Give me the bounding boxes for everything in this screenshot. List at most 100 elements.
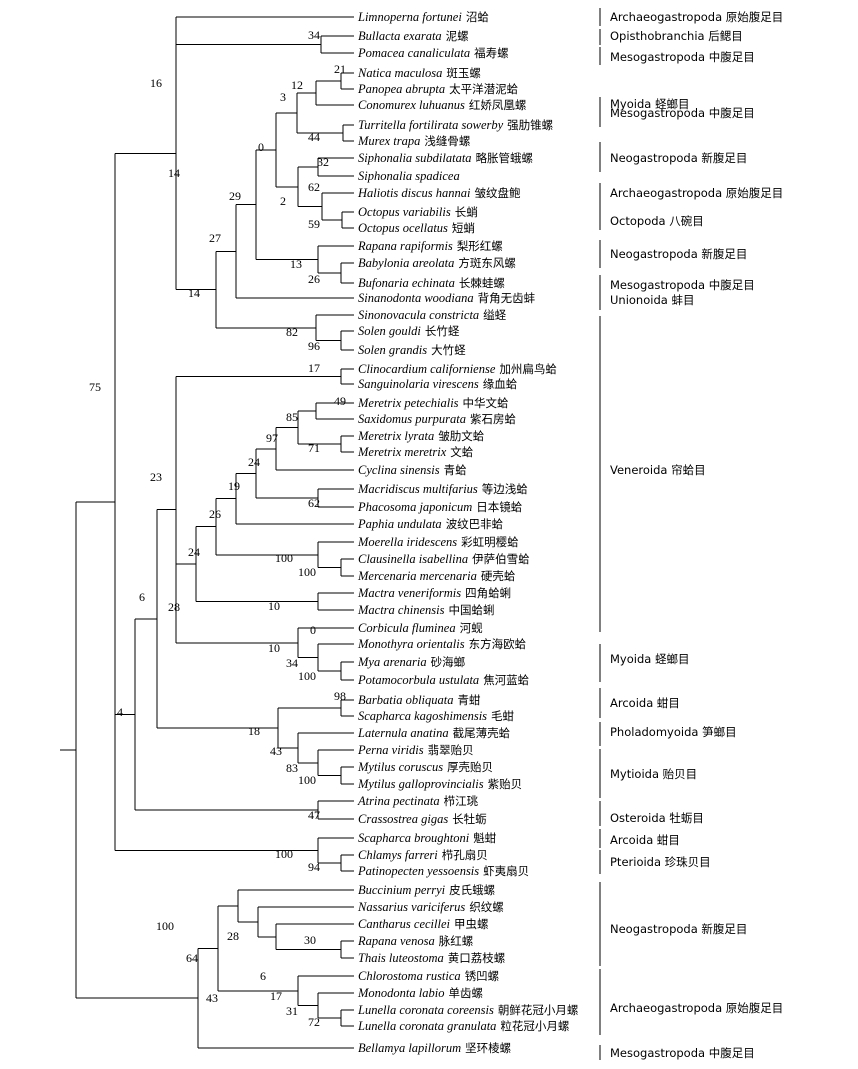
taxon-chinese-name: 锈凹螺 xyxy=(465,969,500,983)
taxon-chinese-name: 织纹螺 xyxy=(469,900,504,914)
bootstrap-value: 34 xyxy=(286,656,298,670)
taxon-chinese-name: 翡翠贻贝 xyxy=(428,743,474,757)
taxon-chinese-name: 福寿螺 xyxy=(474,46,509,60)
taxon-scientific-name: Phacosoma japonicum xyxy=(357,500,472,514)
bootstrap-value: 21 xyxy=(334,62,346,76)
taxon-chinese-name: 泥螺 xyxy=(446,29,469,43)
bootstrap-value: 12 xyxy=(291,78,303,92)
taxon-chinese-name: 坚环棱螺 xyxy=(465,1041,511,1055)
bootstrap-value: 43 xyxy=(206,991,218,1005)
bootstrap-value: 100 xyxy=(298,669,316,683)
taxon-chinese-name: 方斑东风螺 xyxy=(458,256,516,270)
taxon-chinese-name: 背角无齿蚌 xyxy=(478,291,536,305)
taxon-chinese-name: 四角蛤蜊 xyxy=(465,586,511,600)
taxon-chinese-name: 长棘蛙螺 xyxy=(459,276,505,290)
bootstrap-value: 34 xyxy=(308,28,320,42)
taxon-chinese-name: 紫石房蛤 xyxy=(470,412,516,426)
bootstrap-value: 100 xyxy=(275,847,293,861)
taxon-scientific-name: Cantharus cecillei xyxy=(358,917,451,931)
taxon-scientific-name: Monodonta labio xyxy=(357,986,444,1000)
taxon-chinese-name: 日本镜蛤 xyxy=(476,500,522,514)
taxon-chinese-name: 硬壳蛤 xyxy=(481,569,516,583)
taxon-scientific-name: Mytilus galloprovincialis xyxy=(357,777,484,791)
taxon-scientific-name: Lunella coronata granulata xyxy=(357,1019,496,1033)
bootstrap-value: 47 xyxy=(308,808,320,822)
bootstrap-value: 24 xyxy=(248,455,260,469)
taxon-chinese-name: 斑玉螺 xyxy=(446,66,481,80)
bootstrap-value: 3 xyxy=(280,90,286,104)
taxon-scientific-name: Monothyra orientalis xyxy=(357,637,465,651)
bootstrap-value: 31 xyxy=(286,1004,298,1018)
taxon-scientific-name: Cyclina sinensis xyxy=(358,463,440,477)
taxon-scientific-name: Lunella coronata coreensis xyxy=(357,1003,494,1017)
bootstrap-value: 2 xyxy=(280,194,286,208)
taxon-chinese-name: 长竹蛏 xyxy=(425,324,460,338)
bootstrap-value: 26 xyxy=(308,272,320,286)
taxon-chinese-name: 缘血蛤 xyxy=(483,377,518,391)
taxon-chinese-name: 粒花冠小月螺 xyxy=(500,1019,569,1033)
order-label: Mytioida 贻贝目 xyxy=(610,767,697,781)
taxon-scientific-name: Atrina pectinata xyxy=(357,794,440,808)
bootstrap-value: 100 xyxy=(275,551,293,565)
taxon-scientific-name: Moerella iridescens xyxy=(357,535,457,549)
bootstrap-value: 100 xyxy=(156,919,174,933)
order-label: Archaeogastropoda 原始腹足目 xyxy=(610,186,783,200)
bootstrap-value: 17 xyxy=(270,989,282,1003)
bootstrap-value: 75 xyxy=(89,380,101,394)
bootstrap-value: 72 xyxy=(308,1015,320,1029)
taxon-scientific-name: Octopus variabilis xyxy=(358,205,451,219)
taxon-scientific-name: Saxidomus purpurata xyxy=(358,412,466,426)
taxon-chinese-name: 长牡蛎 xyxy=(452,812,487,826)
taxon-chinese-name: 朝鲜花冠小月螺 xyxy=(498,1003,579,1017)
order-label: Opisthobranchia 后鳃目 xyxy=(610,29,743,43)
taxon-chinese-name: 皱肋文蛤 xyxy=(438,429,484,443)
order-label: Octopoda 八碗目 xyxy=(610,214,704,228)
taxon-scientific-name: Scapharca kagoshimensis xyxy=(358,709,487,723)
taxon-chinese-name: 太平洋潜泥蛤 xyxy=(449,82,518,96)
taxon-chinese-name: 梨形红螺 xyxy=(457,239,503,253)
taxon-scientific-name: Laternula anatina xyxy=(357,726,449,740)
bootstrap-value: 6 xyxy=(260,969,266,983)
taxon-scientific-name: Octopus ocellatus xyxy=(358,221,448,235)
order-label: Archaeogastropoda 原始腹足目 xyxy=(610,10,783,24)
taxon-scientific-name: Mya arenaria xyxy=(357,655,427,669)
taxon-chinese-name: 波纹巴非蛤 xyxy=(446,517,504,531)
bootstrap-value: 100 xyxy=(298,773,316,787)
taxon-chinese-name: 中国蛤蜊 xyxy=(448,603,494,617)
order-label: Myoida 蛏螂目 xyxy=(610,652,689,666)
taxon-scientific-name: Conomurex luhuanus xyxy=(358,98,465,112)
bootstrap-value: 0 xyxy=(258,140,264,154)
order-label: Osteroida 牡蛎目 xyxy=(610,811,704,825)
bootstrap-value: 14 xyxy=(168,166,180,180)
taxon-scientific-name: Potamocorbula ustulata xyxy=(357,673,479,687)
taxon-label: Conomurex luhuanus 红娇凤凰螺 xyxy=(358,98,526,112)
taxon-scientific-name: Meretrix meretrix xyxy=(357,445,447,459)
taxon-chinese-name: 河蚬 xyxy=(460,621,483,635)
bootstrap-value: 30 xyxy=(304,933,316,947)
taxon-chinese-name: 红娇凤凰螺 xyxy=(469,98,527,112)
order-label: Neogastropoda 新腹足目 xyxy=(610,247,747,261)
